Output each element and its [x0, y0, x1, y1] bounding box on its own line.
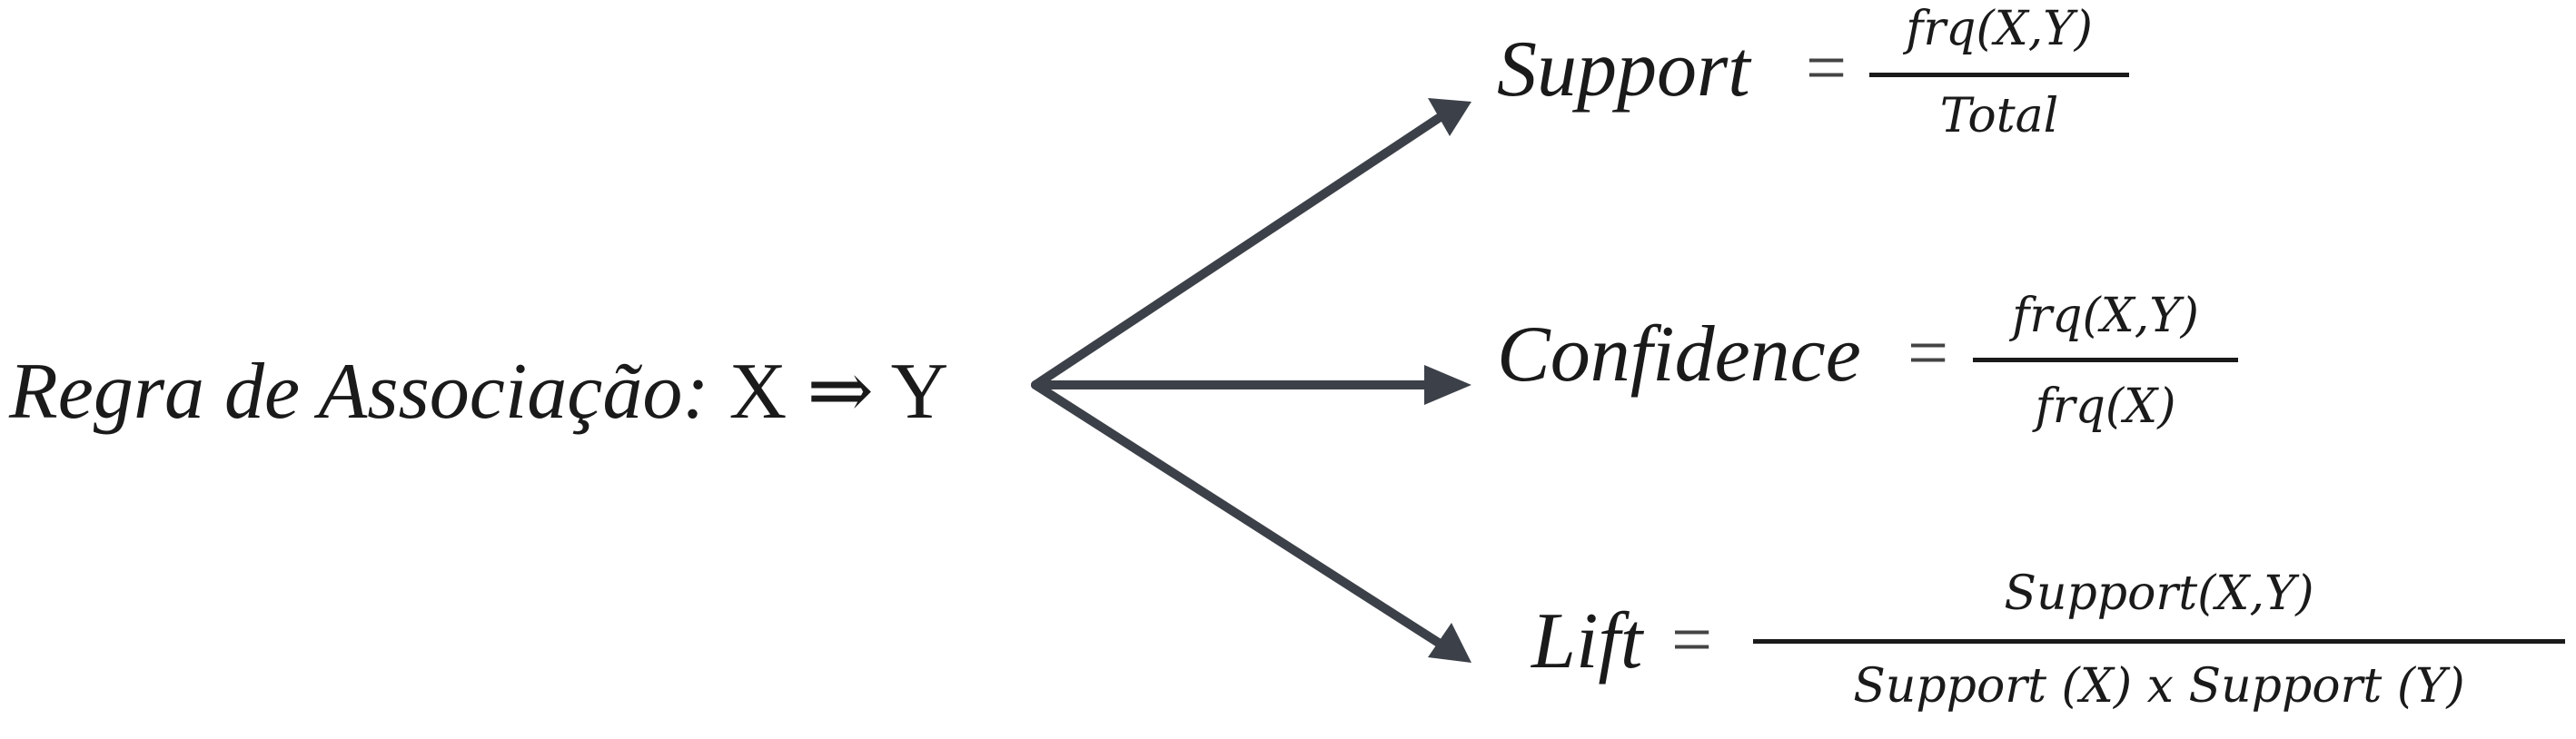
- lift-numerator: Support(X,Y): [2004, 567, 2314, 621]
- support-denominator: Total: [1939, 89, 2059, 143]
- arrowhead-support: [1428, 98, 1471, 136]
- arrow-to-lift: [1031, 380, 1449, 651]
- support-fraction-bar: [1869, 73, 2129, 77]
- support-equals: =: [1806, 28, 1848, 108]
- arrow-to-support: [1031, 110, 1449, 389]
- confidence-equals: =: [1907, 313, 1949, 393]
- confidence-numerator: frq(X,Y): [2012, 289, 2199, 343]
- support-label: Support: [1497, 25, 1750, 113]
- confidence-label: Confidence: [1497, 310, 1861, 399]
- rule-label: Regra de Associação:: [9, 348, 709, 436]
- lift-denominator: Support (X) x Support (Y): [1853, 659, 2465, 714]
- confidence-denominator: frq(X): [2035, 379, 2176, 434]
- rule-source: Regra de Associação: X ⇒ Y: [9, 343, 948, 438]
- support-numerator: frq(X,Y): [1906, 2, 2093, 56]
- arrowhead-lift: [1428, 623, 1471, 663]
- lift-label: Lift: [1531, 597, 1643, 685]
- rule-expression: X ⇒ Y: [728, 348, 949, 436]
- lift-equals: =: [1671, 600, 1713, 680]
- confidence-fraction-bar: [1973, 358, 2238, 362]
- arrowhead-confidence: [1424, 365, 1471, 405]
- lift-fraction-bar: [1753, 639, 2565, 644]
